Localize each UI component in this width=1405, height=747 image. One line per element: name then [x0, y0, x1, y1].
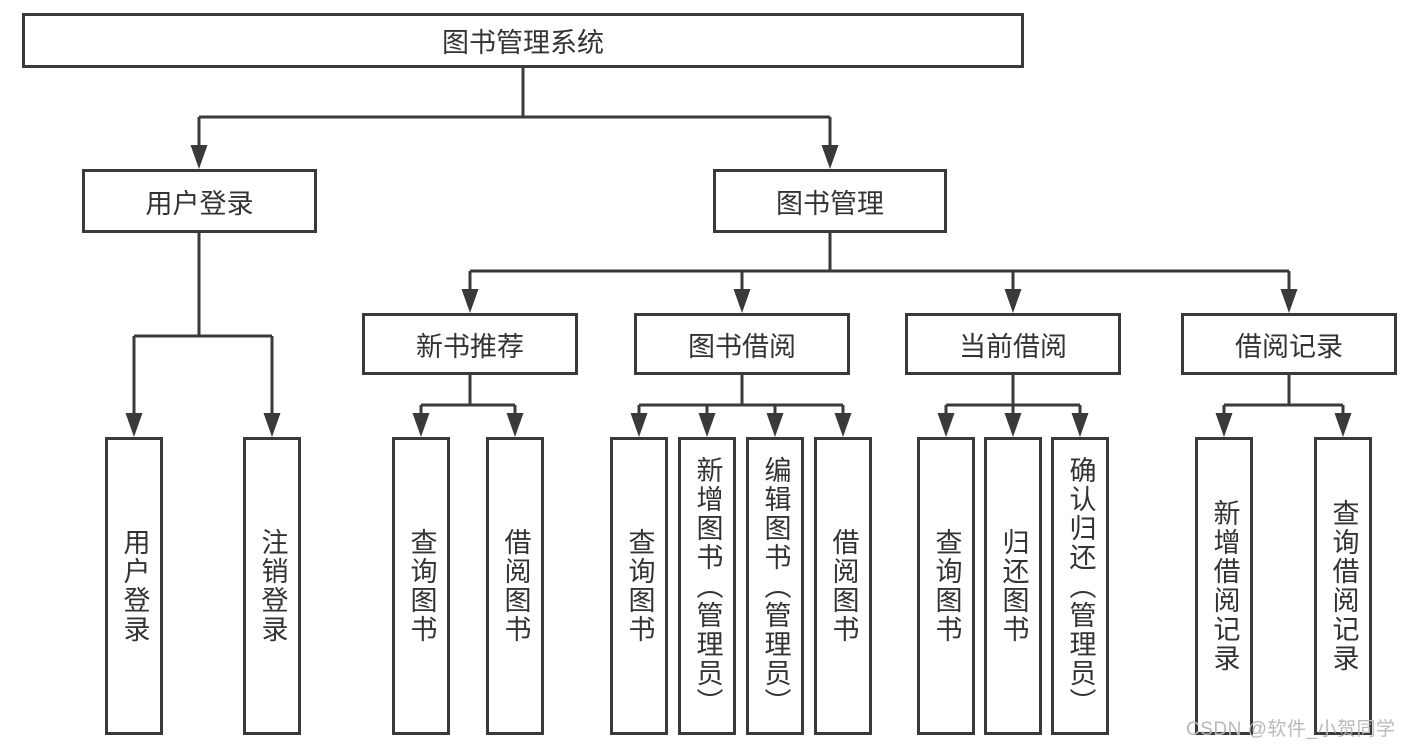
leaf-br-add-record-label: 新增借阅记录	[1209, 499, 1240, 673]
leaf-logout-label: 注销登录	[257, 528, 288, 644]
leaf-logout: 注销登录	[243, 437, 301, 735]
arrowhead-icon	[1280, 289, 1298, 313]
leaf-bb-borrow-books-label: 借阅图书	[828, 528, 859, 644]
leaf-br-query-record: 查询借阅记录	[1314, 437, 1372, 735]
leaf-cb-query-books: 查询图书	[917, 437, 975, 735]
leaf-bb-query-books: 查询图书	[610, 437, 668, 735]
node-new-book-recommend: 新书推荐	[362, 313, 578, 375]
leaf-nbr-borrow-books: 借阅图书	[486, 437, 544, 735]
node-book-management: 图书管理	[713, 169, 947, 233]
leaf-br-query-record-label: 查询借阅记录	[1328, 499, 1359, 673]
csdn-watermark: CSDN @软件_小贺同学	[1186, 719, 1396, 740]
leaf-bb-add-books-admin-label: 新增图书（管理员）	[692, 455, 723, 717]
node-borrowing-records: 借阅记录	[1181, 313, 1397, 375]
arrowhead-icon	[834, 413, 852, 437]
leaf-bb-edit-books-admin: 编辑图书（管理员）	[746, 437, 804, 735]
node-book-borrowing-label: 图书借阅	[688, 331, 796, 362]
arrowhead-icon	[766, 413, 784, 437]
leaf-bb-query-books-label: 查询图书	[624, 528, 655, 644]
leaf-nbr-borrow-books-label: 借阅图书	[500, 528, 531, 644]
leaf-user-login: 用户登录	[105, 437, 163, 735]
leaf-cb-return-books-label: 归还图书	[998, 528, 1029, 644]
node-borrowing-records-label: 借阅记录	[1235, 331, 1343, 362]
arrowhead-icon	[1004, 413, 1022, 437]
node-current-borrowing-label: 当前借阅	[959, 331, 1067, 362]
leaf-cb-confirm-return-admin: 确认归还（管理员）	[1051, 437, 1109, 735]
node-current-borrowing: 当前借阅	[905, 313, 1121, 375]
leaf-bb-edit-books-admin-label: 编辑图书（管理员）	[760, 455, 791, 717]
arrowhead-icon	[190, 145, 208, 169]
node-root-label: 图书管理系统	[442, 28, 604, 58]
arrowhead-icon	[461, 289, 479, 313]
leaf-nbr-query-books: 查询图书	[392, 437, 450, 735]
arrowhead-icon	[733, 289, 751, 313]
leaf-cb-confirm-return-admin-label: 确认归还（管理员）	[1065, 455, 1096, 717]
node-user-login-label: 用户登录	[145, 188, 254, 219]
node-new-book-recommend-label: 新书推荐	[416, 331, 524, 362]
arrowhead-icon	[1004, 289, 1022, 313]
arrowhead-icon	[630, 413, 648, 437]
arrowhead-icon	[821, 145, 839, 169]
leaf-cb-return-books: 归还图书	[984, 437, 1042, 735]
arrowheads	[125, 145, 1352, 437]
leaf-bb-add-books-admin: 新增图书（管理员）	[678, 437, 736, 735]
arrowhead-icon	[1334, 413, 1352, 437]
leaf-br-add-record: 新增借阅记录	[1195, 437, 1253, 735]
arrowhead-icon	[125, 413, 143, 437]
arrowhead-icon	[412, 413, 430, 437]
arrowhead-icon	[263, 413, 281, 437]
arrowhead-icon	[506, 413, 524, 437]
leaf-nbr-query-books-label: 查询图书	[406, 528, 437, 644]
node-root: 图书管理系统	[22, 13, 1024, 68]
leaf-cb-query-books-label: 查询图书	[931, 528, 962, 644]
node-user-login: 用户登录	[82, 169, 317, 233]
leaf-user-login-label: 用户登录	[119, 528, 150, 644]
node-book-borrowing: 图书借阅	[634, 313, 850, 375]
leaf-bb-borrow-books: 借阅图书	[814, 437, 872, 735]
arrowhead-icon	[698, 413, 716, 437]
arrowhead-icon	[1071, 413, 1089, 437]
node-book-management-label: 图书管理	[776, 188, 884, 219]
arrowhead-icon	[1215, 413, 1233, 437]
arrowhead-icon	[937, 413, 955, 437]
